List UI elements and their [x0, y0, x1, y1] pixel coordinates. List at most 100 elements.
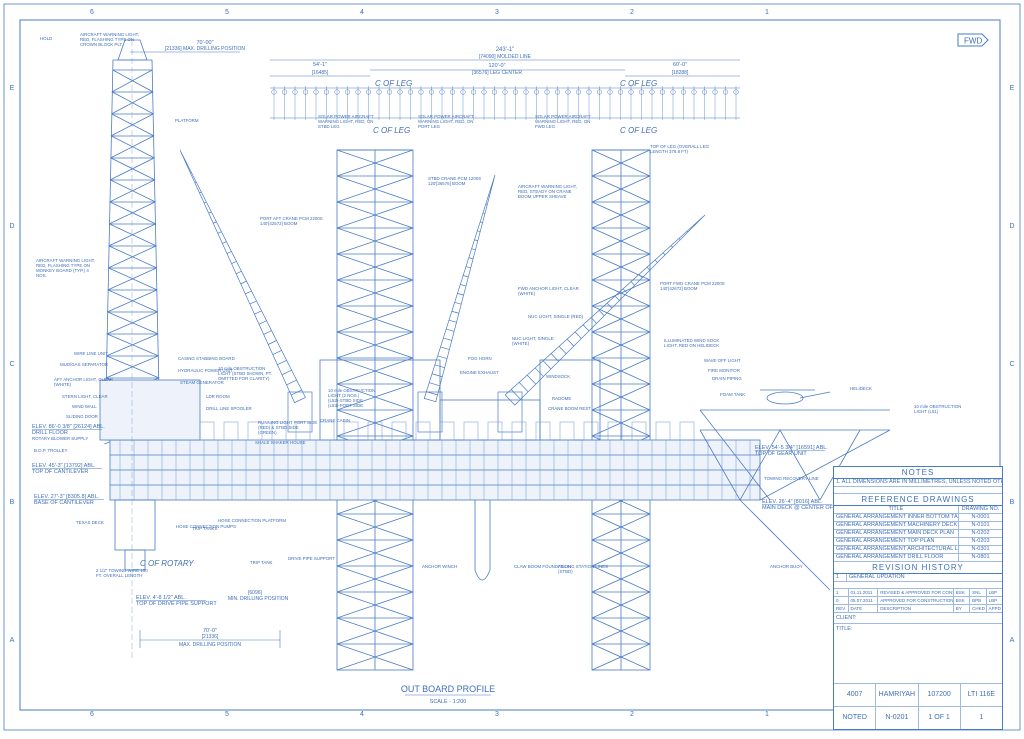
revision-history-title: REVISION HISTORY — [834, 562, 1002, 574]
crane-lacing — [277, 360, 286, 364]
issue-cell: DESCRIPTION — [878, 605, 953, 612]
callout-line: WINDSOCK — [546, 374, 570, 379]
elevation-note: MAIN DECK @ CENTER OF RIG — [762, 505, 844, 511]
left-dim-subtext: [16485] — [312, 70, 329, 76]
callout-label: FWD ANCHOR LIGHT, CLEAR(WHITE) — [518, 286, 579, 296]
crane-lacing — [432, 374, 442, 377]
callout-label: HOSE CONNECTION PLATFORM — [218, 518, 286, 523]
callout-label: HOSE CONNECTION PUMPS — [176, 524, 236, 529]
callout-line: (GREEN) — [258, 430, 277, 435]
callout-label: WINDSOCK — [546, 374, 570, 379]
callout-line: LDR ROOM — [206, 394, 230, 399]
callout-line: LENGTH 378.8 FT) — [650, 149, 689, 154]
callout-line: SHALE SHAKER HOUSE — [255, 440, 306, 445]
crane-lacing — [254, 311, 261, 314]
row-label: B — [10, 499, 15, 506]
deck-equipment — [608, 422, 622, 440]
crane-lacing — [287, 380, 297, 385]
cof-leg-label-2: C OF LEG — [620, 79, 657, 88]
ref-drawing-no: N-0801 — [959, 554, 1002, 561]
callout-line: OMITTED FOR CLARITY) — [218, 376, 270, 381]
deck-equipment — [680, 422, 694, 440]
elevation-note: TOP OF CANTILEVER — [32, 469, 88, 475]
rev-description: GENERAL UPDATION — [847, 574, 1002, 581]
callout-label: TOWING RECOVERY LINE — [764, 476, 819, 481]
callout-line: HOLD — [40, 36, 52, 41]
callout-line: WIND WALL — [72, 404, 97, 409]
crane-lacing — [264, 331, 272, 335]
callout-line: WAVE OFF LIGHT — [704, 358, 741, 363]
drive-dim-note: MIN. DRILLING POSITION — [228, 596, 289, 602]
callout-label: ANCHOR WINCH — [422, 564, 457, 569]
crane-lacing — [291, 390, 301, 395]
derrick-brace — [112, 92, 153, 114]
crane-lacing — [438, 356, 447, 359]
crane-lacing — [227, 251, 231, 253]
column-label: 1 — [765, 711, 769, 718]
column-label: 6 — [90, 711, 94, 718]
crane-lacing — [655, 260, 657, 263]
legs — [337, 150, 650, 670]
row-label: D — [1009, 223, 1014, 230]
row-label: E — [10, 85, 15, 92]
crane-lacing — [199, 192, 201, 193]
ref-header-row: TITLE DRAWING NO. — [834, 506, 1002, 514]
rev-number: 1 — [834, 574, 847, 581]
crane-lacing — [583, 325, 589, 331]
callout-line: CROWN BLOCK PLT. — [80, 42, 123, 47]
callout-label: STERN LIGHT, CLEAR — [62, 394, 108, 399]
cof-leg-label-4: C OF LEG — [620, 126, 657, 135]
crane-pedestal — [498, 392, 522, 432]
ref-title: GENERAL ARRANGEMENT ARCHITECTURAL LAYOUT — [834, 546, 959, 553]
callout-line: ROTARY BLOWER SUPPLY — [32, 436, 88, 441]
derrick-brace — [111, 136, 154, 158]
crane-lacing — [511, 390, 520, 400]
ref-title: GENERAL ARRANGEMENT MAIN DECK PLAN — [834, 530, 959, 537]
callout-label: RADOME — [552, 396, 571, 401]
crane-lacing — [457, 293, 463, 295]
crane-lacing — [631, 282, 635, 286]
crane-lacing — [535, 368, 543, 377]
left-dim-text: 54'-1" — [313, 62, 327, 68]
callout-label: NUC LIGHT, SINGLE (RED) — [528, 314, 584, 319]
deck-equipment — [512, 422, 526, 440]
callout-line: CRANE BOOM REST — [548, 406, 591, 411]
derrick-dim-subtext: [21336] MAX. DRILLING POSITION — [165, 46, 245, 52]
callout-label: PLATFORM — [175, 118, 199, 123]
callout-line: (L53)-PORT SIDE — [328, 403, 363, 408]
crane-lacing — [679, 238, 680, 239]
overall-dim-subtext: [74090] MOLDED LINE — [479, 54, 532, 60]
callout-line: STBD LEG — [318, 124, 340, 129]
callout-label: HELIDECK — [850, 386, 872, 391]
crane-lacing — [268, 341, 276, 345]
callout-label: FIRE MONITOR — [708, 368, 740, 373]
callout-line: FWD LEG — [535, 124, 556, 129]
callout-label: WIRE LINE UNIT — [74, 351, 108, 356]
crane-lacing — [575, 332, 581, 339]
crane-lacing — [567, 339, 574, 346]
crane-lacing — [474, 240, 477, 241]
callout-line: LIGHT (L51) — [914, 409, 939, 414]
bottom-dim-line3: MAX. DRILLING POSITION — [179, 642, 241, 648]
issue-cell: 01.11.2011 — [849, 589, 879, 596]
callout-line: ANCHOR WINCH — [422, 564, 457, 569]
deck-equipment — [224, 422, 238, 440]
crane-boom — [424, 175, 495, 402]
derrick-brace — [108, 290, 158, 312]
row-label: D — [9, 223, 14, 230]
column-label: 3 — [495, 711, 499, 718]
crane-lacing — [259, 321, 266, 325]
ref-drawing-no: N-0202 — [959, 530, 1002, 537]
crane-lacing — [209, 212, 212, 213]
elevation-note: TOP OF DRIVE PIPE SUPPORT — [136, 601, 217, 607]
